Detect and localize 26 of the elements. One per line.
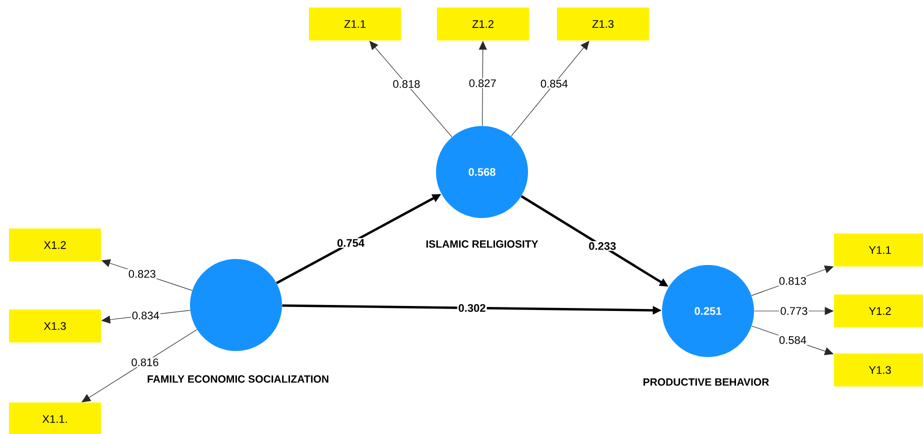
edge-label: 0.302: [457, 303, 487, 313]
edge-label: 0.854: [539, 78, 569, 89]
edge-label: 0.834: [130, 310, 160, 320]
edge-label: 0.584: [778, 335, 808, 345]
construct-name: PRODUCTIVE BEHAVIOR: [644, 378, 769, 386]
indicator-box: Z1.2: [437, 8, 529, 40]
arrow: [510, 40, 590, 137]
edge-label: 0.233: [588, 241, 618, 251]
construct-circle: [190, 259, 282, 351]
indicator-box: X1.2: [9, 228, 101, 262]
indicator-box: Z1.3: [557, 8, 649, 40]
edge-label: 0.773: [779, 306, 809, 316]
indicator-box: Z1.1: [309, 8, 401, 40]
edge-label: 0.818: [392, 79, 422, 89]
indicator-box: Y1.2: [834, 294, 923, 328]
edge-label: 0.813: [778, 276, 808, 286]
indicator-box: Y1.1: [834, 234, 923, 266]
edge-label: 0.827: [468, 78, 498, 88]
edge-label: 0.823: [127, 269, 157, 279]
edge-label: 0.754: [336, 238, 366, 248]
edge-label: 0.816: [130, 357, 160, 368]
indicator-box: Y1.3: [834, 354, 923, 386]
indicator-box: X1.1.: [9, 402, 101, 434]
construct-name: ISLAMIC RELIGIOSITY: [426, 240, 538, 248]
construct-name: FAMILY ECONOMIC SOCIALIZATION: [148, 375, 328, 383]
indicator-box: X1.3: [9, 310, 101, 342]
